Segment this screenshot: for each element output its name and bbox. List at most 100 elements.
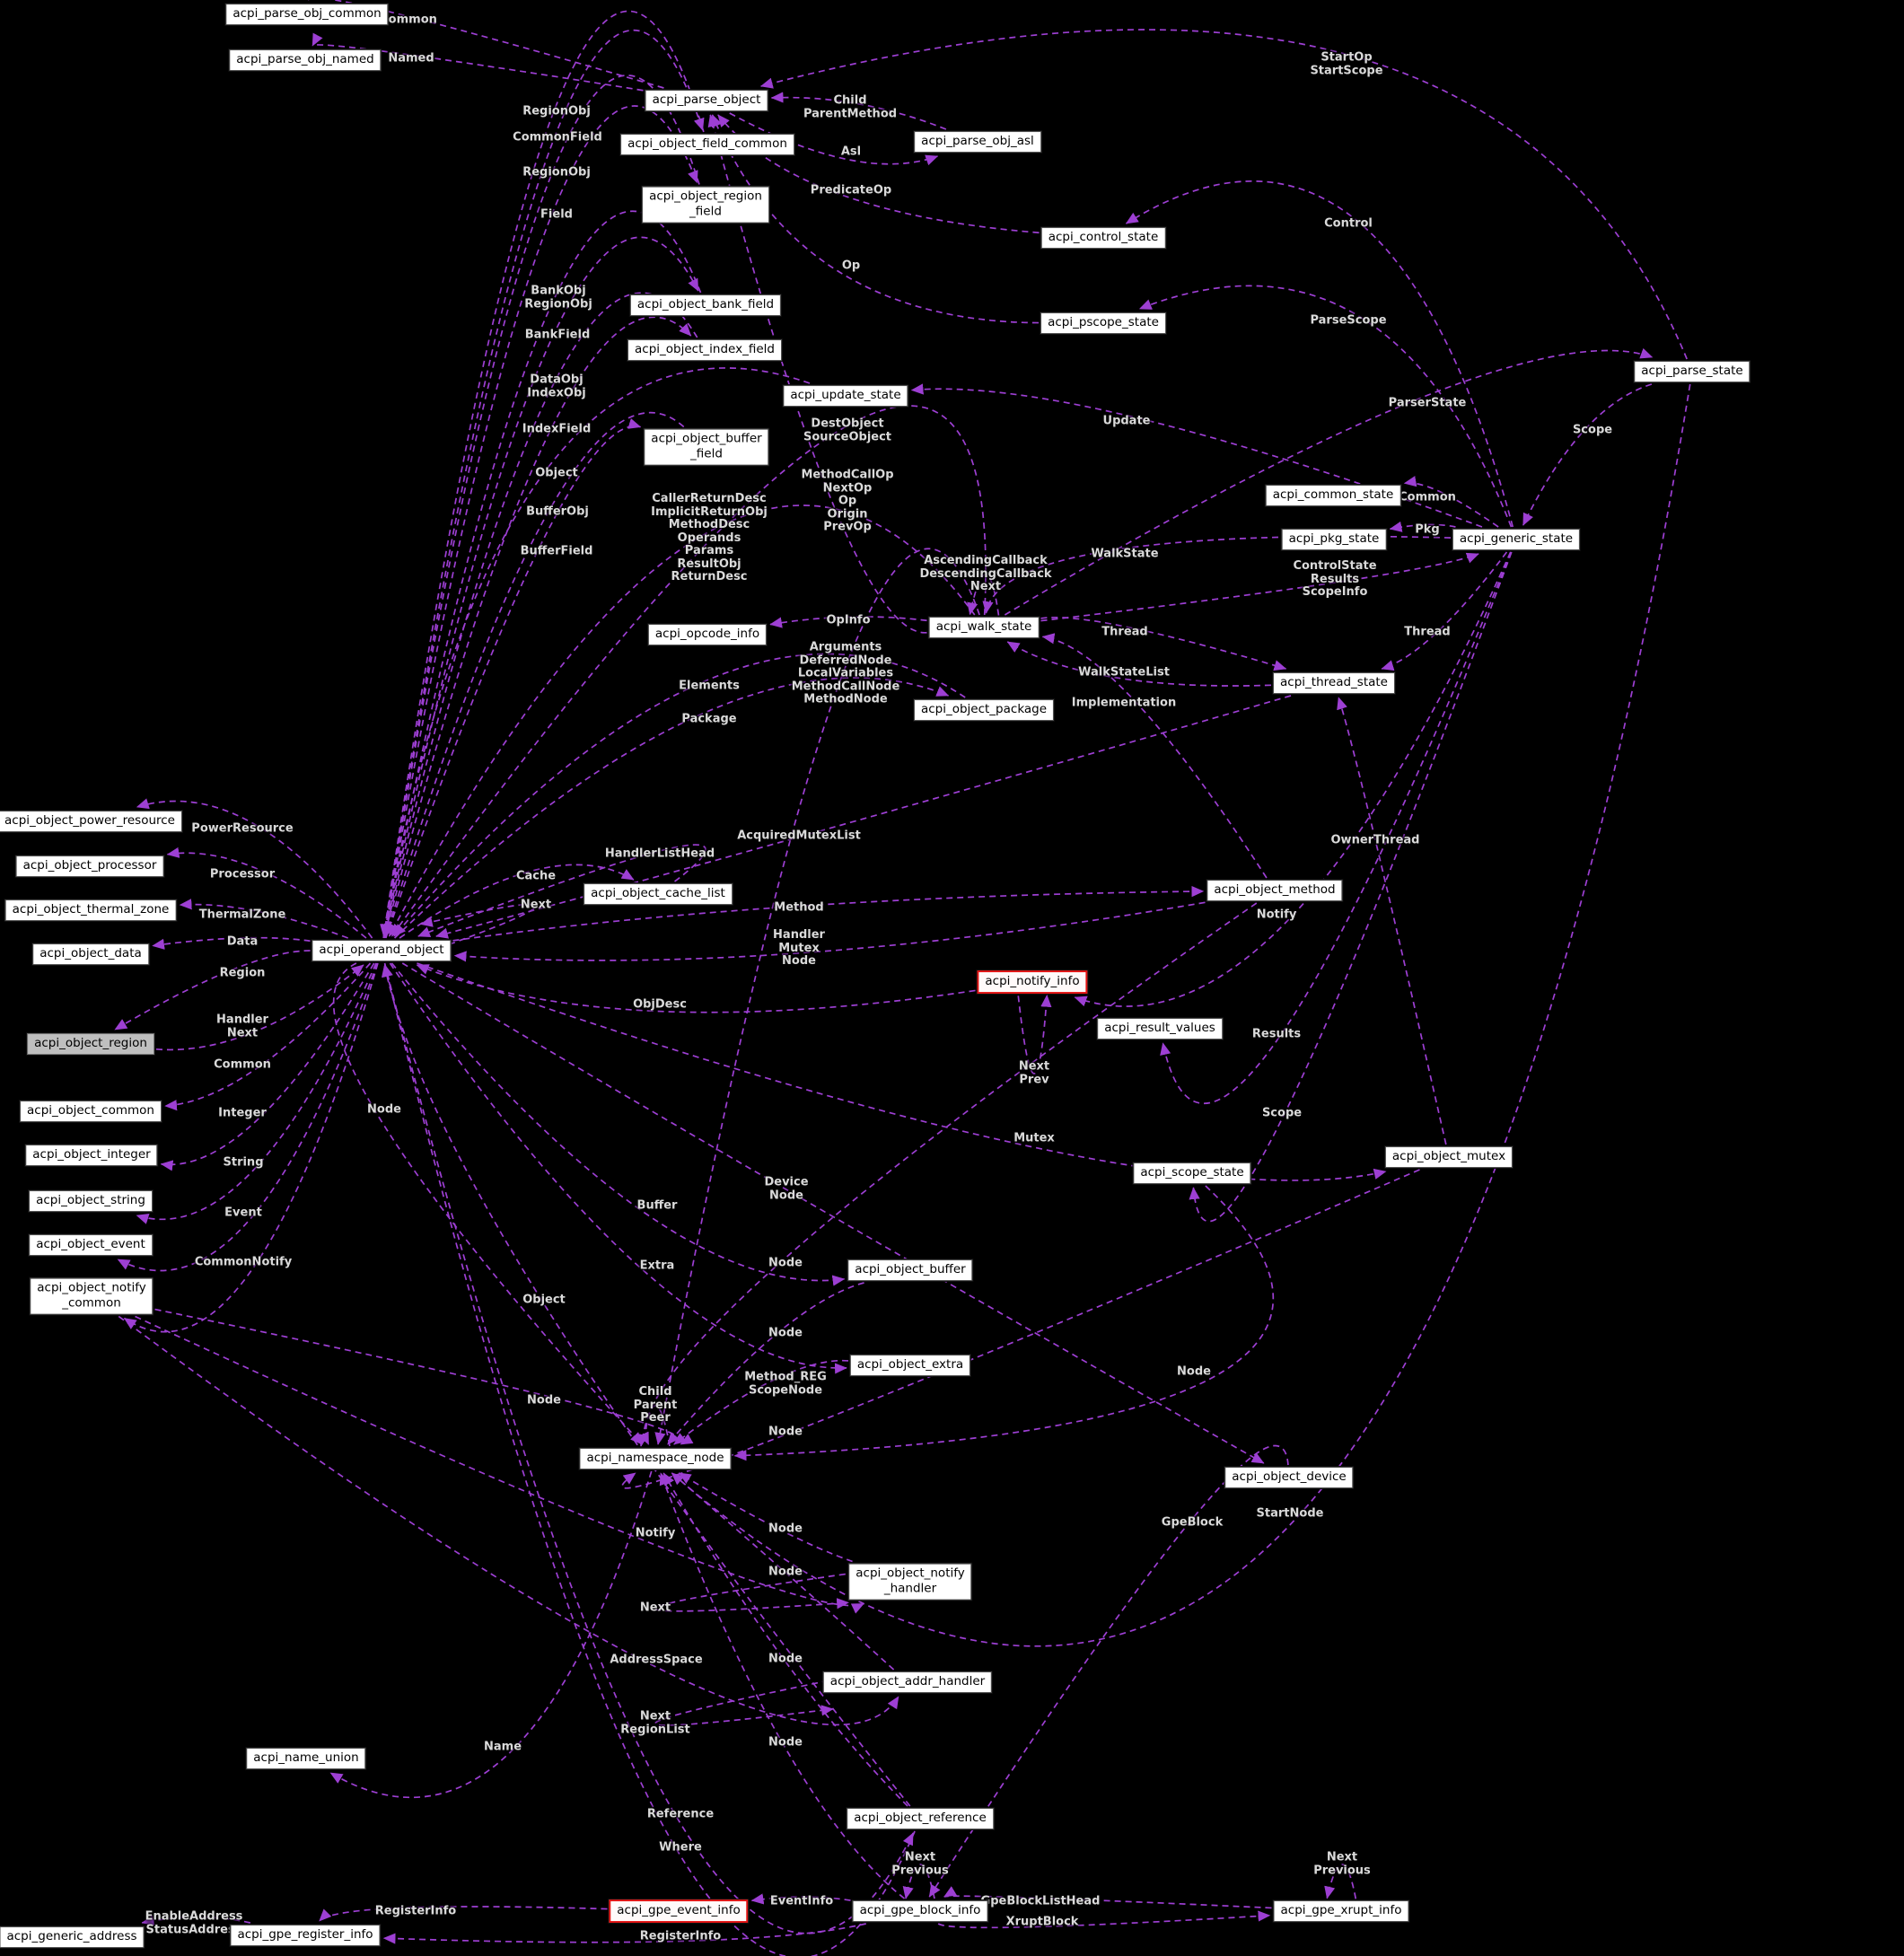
node-object_addr_handler[interactable]: acpi_object_addr_handler <box>821 1671 994 1694</box>
node-object_integer[interactable]: acpi_object_integer <box>24 1144 159 1167</box>
edge-label-next: Next <box>520 898 552 912</box>
edge-label-object: Object <box>522 1293 566 1307</box>
node-scope_state[interactable]: acpi_scope_state <box>1132 1162 1252 1185</box>
edge-label-notify: Notify <box>1256 908 1297 922</box>
node-object_power_resource[interactable]: acpi_object_power_resource <box>0 810 183 833</box>
edge-label-data: Data <box>226 934 259 949</box>
node-object_buffer_field[interactable]: acpi_object_buffer _field <box>643 427 770 467</box>
node-namespace_node[interactable]: acpi_namespace_node <box>578 1447 733 1470</box>
edge-label-device-node: Device Node <box>764 1175 809 1202</box>
node-parse_obj_asl[interactable]: acpi_parse_obj_asl <box>913 130 1042 153</box>
node-object_processor[interactable]: acpi_object_processor <box>14 855 165 878</box>
edge-label-object: Object <box>535 466 578 480</box>
node-object_event[interactable]: acpi_object_event <box>28 1233 154 1257</box>
edge-label-handlerlisthead: HandlerListHead <box>604 846 715 861</box>
node-object_method[interactable]: acpi_object_method <box>1206 879 1344 902</box>
edge-label-acquiredmutexlist: AcquiredMutexList <box>737 829 861 843</box>
edge-label-buffer: Buffer <box>636 1198 678 1213</box>
node-control_state[interactable]: acpi_control_state <box>1040 226 1167 250</box>
node-object_mutex[interactable]: acpi_object_mutex <box>1383 1145 1514 1169</box>
node-object_device[interactable]: acpi_object_device <box>1224 1466 1355 1489</box>
node-object_string[interactable]: acpi_object_string <box>28 1189 154 1213</box>
node-notify_info[interactable]: acpi_notify_info <box>976 969 1089 995</box>
node-parse_state[interactable]: acpi_parse_state <box>1633 360 1751 383</box>
edge-label-eventinfo: EventInfo <box>769 1894 834 1908</box>
node-object_data[interactable]: acpi_object_data <box>31 943 150 966</box>
node-gpe_register_info[interactable]: acpi_gpe_register_info <box>229 1924 382 1947</box>
node-parse_obj_common[interactable]: acpi_parse_obj_common <box>224 3 390 26</box>
edge-label-enableaddress-statusaddress: EnableAddress StatusAddress <box>145 1909 243 1936</box>
node-gpe_xrupt_info[interactable]: acpi_gpe_xrupt_info <box>1272 1899 1410 1923</box>
edge-label-thermalzone: ThermalZone <box>198 908 286 922</box>
edge-label-gpeblock: GpeBlock <box>1161 1515 1224 1530</box>
node-object_bank_field[interactable]: acpi_object_bank_field <box>628 294 783 317</box>
edge-label-ownerthread: OwnerThread <box>1330 833 1420 847</box>
node-gpe_block_info[interactable]: acpi_gpe_block_info <box>851 1899 989 1923</box>
node-name_union[interactable]: acpi_name_union <box>245 1747 367 1770</box>
edge-label-startop-startscope: StartOp StartScope <box>1310 50 1383 77</box>
node-object_cache_list[interactable]: acpi_object_cache_list <box>583 882 733 906</box>
edge-label-control: Control <box>1324 216 1373 231</box>
node-pscope_state[interactable]: acpi_pscope_state <box>1040 311 1167 335</box>
edge-label-node: Node <box>768 1522 803 1536</box>
node-object_package[interactable]: acpi_object_package <box>912 698 1056 722</box>
edge-label-extra: Extra <box>639 1259 675 1273</box>
edge-label-reference: Reference <box>646 1807 715 1821</box>
node-object_index_field[interactable]: acpi_object_index_field <box>627 338 783 362</box>
node-object_thermal_zone[interactable]: acpi_object_thermal_zone <box>4 899 178 922</box>
node-thread_state[interactable]: acpi_thread_state <box>1272 671 1396 695</box>
edge-label-powerresource: PowerResource <box>191 821 294 836</box>
edge-label-commonfield: CommonField <box>513 130 602 145</box>
edge-label-node: Node <box>768 1652 803 1666</box>
node-object_reference[interactable]: acpi_object_reference <box>846 1807 995 1830</box>
edge-label-common: Common <box>380 13 437 27</box>
edge-label-arguments-deferrednode-localvariables-methodcallnode-methodnode: Arguments DeferredNode LocalVariables Me… <box>791 640 900 706</box>
edge-label-elements: Elements <box>679 679 740 693</box>
edge-label-next-prev: Next Prev <box>1018 1059 1050 1086</box>
edge-label-results: Results <box>1251 1027 1302 1041</box>
node-update_state[interactable]: acpi_update_state <box>782 384 909 408</box>
node-object_field_common[interactable]: acpi_object_field_common <box>619 133 795 156</box>
edge-label-handler-next: Handler Next <box>216 1013 268 1039</box>
edge-label-common: Common <box>214 1057 271 1072</box>
node-object_extra[interactable]: acpi_object_extra <box>848 1354 972 1377</box>
node-object_buffer[interactable]: acpi_object_buffer <box>847 1259 974 1282</box>
edge-label-destobject-sourceobject: DestObject SourceObject <box>803 417 892 443</box>
node-opcode_info[interactable]: acpi_opcode_info <box>646 623 768 646</box>
edge-label-next-previous: Next Previous <box>1313 1850 1371 1877</box>
edge-label-next: Next <box>639 1601 671 1615</box>
node-object_region[interactable]: acpi_object_region <box>26 1032 155 1056</box>
edge-label-regionobj: RegionObj <box>522 104 591 118</box>
node-gpe_event_info[interactable]: acpi_gpe_event_info <box>608 1899 750 1924</box>
edge-label-asl: Asl <box>840 145 862 159</box>
edge-label-bankfield: BankField <box>524 328 591 342</box>
node-parse_object[interactable]: acpi_parse_object <box>644 89 769 112</box>
edge-label-dataobj-indexobj: DataObj IndexObj <box>527 373 586 399</box>
edge-label-registerinfo: RegisterInfo <box>374 1904 457 1918</box>
node-object_notify_handler[interactable]: acpi_object_notify _handler <box>847 1562 973 1601</box>
edge-label-registerinfo: RegisterInfo <box>639 1929 722 1943</box>
node-object_common[interactable]: acpi_object_common <box>19 1100 162 1123</box>
node-object_notify_common[interactable]: acpi_object_notify _common <box>29 1276 154 1316</box>
edge-label-thread: Thread <box>1101 625 1148 639</box>
edge-label-region: Region <box>219 966 266 980</box>
node-generic_state[interactable]: acpi_generic_state <box>1451 528 1582 551</box>
node-walk_state[interactable]: acpi_walk_state <box>927 616 1040 639</box>
node-operand_object[interactable]: acpi_operand_object <box>311 939 452 962</box>
node-parse_obj_named[interactable]: acpi_parse_obj_named <box>228 48 382 72</box>
edge-label-common: Common <box>1399 490 1456 504</box>
edge-label-walkstatelist: WalkStateList <box>1078 665 1170 680</box>
node-generic_address[interactable]: acpi_generic_address <box>0 1925 145 1949</box>
edge-label-ascendingcallback-descendingcallback-next: AscendingCallback DescendingCallback Nex… <box>919 554 1052 594</box>
edge-label-thread: Thread <box>1404 625 1451 639</box>
node-result_values[interactable]: acpi_result_values <box>1096 1017 1224 1040</box>
node-object_region_field[interactable]: acpi_object_region _field <box>641 185 770 224</box>
edge-label-predicateop: PredicateOp <box>810 183 892 197</box>
edge-label-method_reg-scopenode: Method_REG ScopeNode <box>744 1370 827 1397</box>
edge-label-node: Node <box>768 1425 803 1439</box>
node-common_state[interactable]: acpi_common_state <box>1264 484 1402 507</box>
edge-label-node: Node <box>527 1393 561 1408</box>
edge-label-handler-mutex-node: Handler Mutex Node <box>773 928 825 969</box>
node-pkg_state[interactable]: acpi_pkg_state <box>1280 528 1388 551</box>
